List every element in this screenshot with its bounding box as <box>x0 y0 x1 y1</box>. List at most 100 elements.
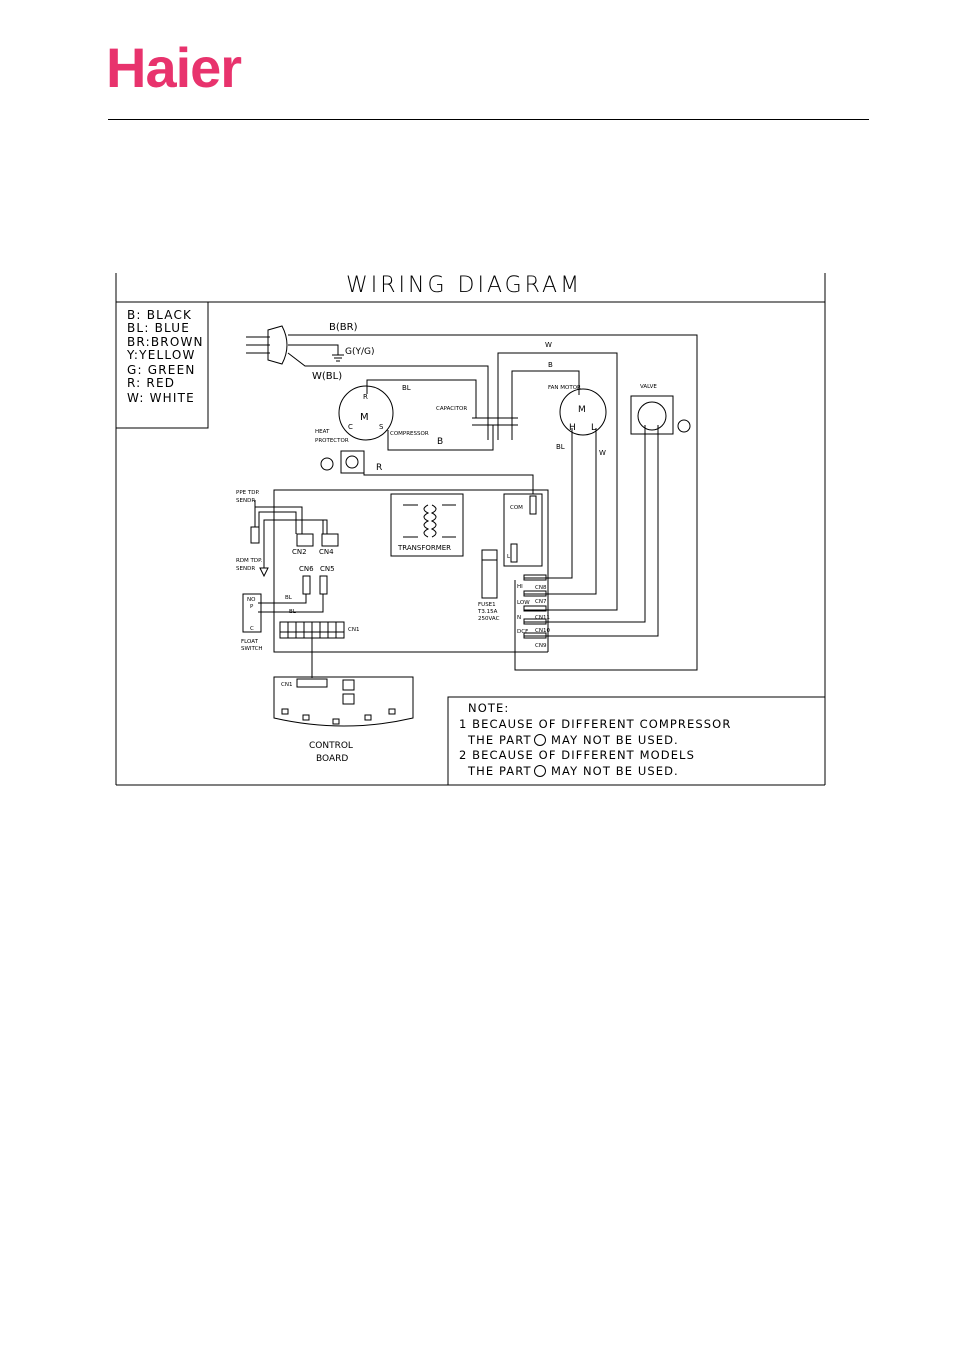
note-line: MAY NOT BE USED. <box>551 733 679 747</box>
cn5-connector <box>319 575 328 595</box>
power-plug <box>246 325 288 365</box>
pipe-sensor-label: PPE TDP. <box>236 490 260 496</box>
diagram-title: WIRING DIAGRAM <box>346 273 582 298</box>
room-sensor-label: SENDR <box>236 566 255 572</box>
n-label: N <box>517 615 521 621</box>
fuse-label: FUSE1 <box>478 602 496 608</box>
legend-item: Y:YELLOW <box>126 348 196 362</box>
compressor-label: COMPRESSOR <box>390 431 429 437</box>
wire-label-g-yg: G(Y/G) <box>345 347 375 357</box>
control-board <box>273 676 414 727</box>
note-line: 2 BECAUSE OF DIFFERENT MODELS <box>459 748 695 762</box>
heat-protector-label: PROTECTOR <box>315 438 349 444</box>
compressor-s-label: S <box>379 423 384 431</box>
relay <box>503 493 543 567</box>
float-p-label: P <box>250 604 254 610</box>
legend-item: G: GREEN <box>127 363 196 377</box>
control-board-label: CONTROL <box>309 741 353 751</box>
legend-item: BR:BROWN <box>127 335 204 349</box>
haier-logo: Haier <box>106 36 242 99</box>
output-connectors <box>523 574 547 639</box>
cn11-label: CN11 <box>535 615 550 621</box>
pipe-sensor-label: SENDR <box>236 498 255 504</box>
control-board-label: BOARD <box>316 754 348 764</box>
cn9-label: CN9 <box>535 643 547 649</box>
note-line: THE PART <box>467 764 532 778</box>
note-block: NOTE: 1 BECAUSE OF DIFFERENT COMPRESSOR … <box>459 701 731 778</box>
pipe-sensor <box>250 500 303 544</box>
cn6-label: CN6 <box>299 565 314 573</box>
dcf-label: DCF <box>517 629 528 635</box>
note-part-marker <box>534 734 546 746</box>
legend-item: W: WHITE <box>127 391 195 405</box>
legend-item: BL: BLUE <box>127 321 190 335</box>
fan-m-label: M <box>578 405 586 415</box>
legend-item: R: RED <box>127 376 175 390</box>
valve <box>630 395 674 435</box>
heat-protector-label: HEAT <box>315 429 330 435</box>
legend-item: B: BLACK <box>127 308 192 322</box>
note-line: MAY NOT BE USED. <box>551 764 679 778</box>
diagram-frame <box>115 273 826 786</box>
hi-label: HI <box>517 584 523 590</box>
heat-protector <box>340 450 365 474</box>
float-switch-label: SWITCH <box>241 646 263 652</box>
header-rule <box>108 119 869 120</box>
transformer-label: TRANSFORMER <box>397 544 451 552</box>
float-switch <box>242 593 324 633</box>
color-legend: B: BLACK BL: BLUE BR:BROWN Y:YELLOW G: G… <box>126 308 204 405</box>
cn2-connector <box>296 533 314 547</box>
wire-label-bl: BL <box>289 609 297 615</box>
low-label: LOW <box>517 600 530 606</box>
wire-label-b: B <box>437 437 443 447</box>
fuse-rating-label: T3.15A <box>477 609 498 615</box>
cn5-label: CN5 <box>320 565 335 573</box>
wire-label-bl: BL <box>285 595 293 601</box>
cn8-label: CN8 <box>535 585 547 591</box>
note-line: 1 BECAUSE OF DIFFERENT COMPRESSOR <box>459 717 731 731</box>
wire-label-bl: BL <box>402 384 411 392</box>
cn6-connector <box>302 575 311 595</box>
cn4-connector <box>321 533 339 547</box>
valve-label: VALVE <box>640 384 657 390</box>
room-sensor <box>259 519 328 578</box>
room-sensor-label: RDM TDP. <box>236 558 263 564</box>
fan-h-label: H <box>569 423 576 433</box>
float-switch-label: FLOAT <box>241 639 259 645</box>
transformer <box>390 493 464 557</box>
wire-label-b-br: B(BR) <box>329 322 358 333</box>
fuse-voltage-label: 250VAC <box>478 616 500 622</box>
note-box <box>447 696 825 785</box>
cn1-control-label: CN1 <box>281 682 292 688</box>
wire-label-w: W <box>599 449 606 457</box>
wire-label-w-bl: W(BL) <box>312 371 342 382</box>
cn4-label: CN4 <box>319 548 334 556</box>
com-label: COM <box>510 505 523 511</box>
note-line: THE PART <box>467 733 532 747</box>
legend-box <box>116 302 209 429</box>
float-c-label: C <box>250 626 254 632</box>
compressor <box>338 385 394 441</box>
note-part-marker <box>534 765 546 777</box>
compressor-m-label: M <box>360 412 369 423</box>
note-heading: NOTE: <box>468 701 509 715</box>
compressor-r-label: R <box>363 393 368 401</box>
wire-label-bl: BL <box>556 443 565 451</box>
fan-motor <box>559 388 607 436</box>
cn10-label: CN10 <box>535 628 550 634</box>
relay-l-label: L <box>507 554 511 560</box>
capacitor-label: CAPACITOR <box>436 406 467 412</box>
cn1-board-label: CN1 <box>348 627 359 633</box>
fan-l-label: L <box>591 423 596 433</box>
wire-label-b: B <box>548 361 553 369</box>
wire-label-r: R <box>376 463 382 473</box>
wire-label-w: W <box>545 341 552 349</box>
float-no-label: NO <box>247 597 256 603</box>
cn2-label: CN2 <box>292 548 307 556</box>
fan-motor-label: FAN MOTOR <box>548 385 581 391</box>
main-board <box>273 489 549 653</box>
cn7-label: CN7 <box>535 599 547 605</box>
optional-part-marker <box>320 457 334 471</box>
compressor-c-label: C <box>348 423 353 431</box>
